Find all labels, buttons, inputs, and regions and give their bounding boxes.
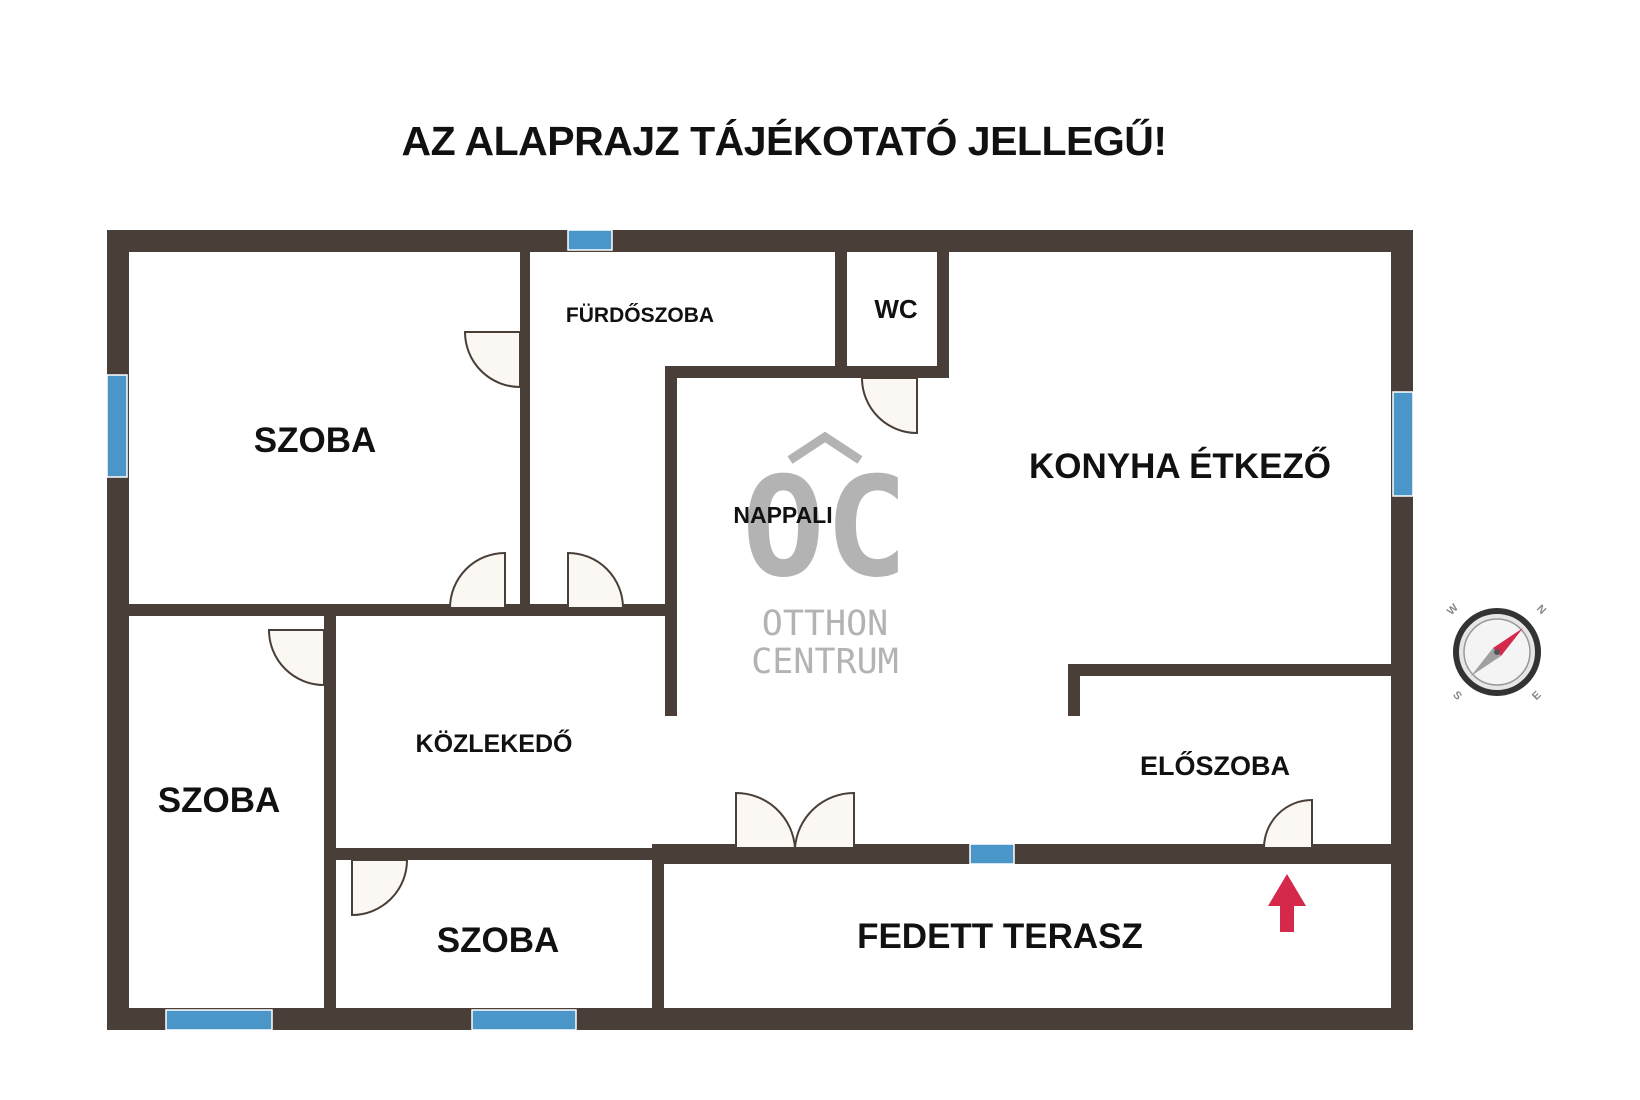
logo-roof-icon: [787, 431, 863, 464]
compass-needle-south: [1471, 648, 1501, 676]
door-szoba1-furdo: [463, 331, 521, 389]
door-szoba2: [267, 629, 325, 687]
door-szoba1-hall: [448, 551, 506, 609]
room-label-terasz: FEDETT TERASZ: [857, 917, 1143, 956]
window-top: [567, 229, 613, 251]
compass-label-w: W: [1445, 602, 1461, 618]
room-label-konyha: KONYHA ÉTKEZŐ: [1029, 446, 1331, 486]
logo-monogram: OC: [742, 447, 908, 608]
room-label-szoba-2: SZOBA: [158, 781, 281, 820]
room-label-kozlekedo: KÖZLEKEDŐ: [416, 729, 573, 758]
logo-text-otthon: OTTHON: [762, 604, 888, 644]
door-entrance: [1262, 798, 1313, 849]
compass-icon: N E S W: [1445, 602, 1548, 703]
doors: [267, 331, 1313, 917]
door-szoba3: [351, 859, 409, 917]
room-label-wc: WC: [874, 294, 918, 324]
entrance-arrow-icon: [1268, 874, 1306, 932]
compass-label-e: E: [1530, 689, 1544, 703]
room-label-nappali: NAPPALI: [733, 502, 832, 528]
door-wc: [860, 377, 918, 435]
room-label-szoba-1: SZOBA: [254, 421, 377, 460]
interior-walls: [127, 250, 1393, 1010]
windows: [106, 229, 1414, 1031]
page-title: AZ ALAPRAJZ TÁJÉKOTATÓ JELLEGŰ!: [401, 118, 1167, 164]
window-left: [106, 374, 128, 478]
compass-needle-north: [1493, 628, 1523, 656]
room-label-furdoszoba: FÜRDŐSZOBA: [566, 304, 714, 327]
door-double-left: [735, 791, 797, 849]
otthon-centrum-logo: OC OTTHON CENTRUM: [742, 431, 908, 682]
door-furdo-hall: [567, 551, 625, 609]
room-labels: SZOBA FÜRDŐSZOBA WC NAPPALI KONYHA ÉTKEZ…: [158, 294, 1331, 960]
window-bottom-left: [165, 1009, 273, 1031]
room-label-szoba-3: SZOBA: [437, 921, 560, 960]
window-bottom-middle: [471, 1009, 577, 1031]
window-terrace: [969, 843, 1015, 865]
window-right: [1392, 391, 1414, 497]
compass-label-s: S: [1450, 689, 1464, 703]
room-label-eloszoba: ELŐSZOBA: [1140, 750, 1290, 781]
door-double-right: [793, 791, 855, 849]
compass-label-n: N: [1534, 603, 1548, 617]
logo-text-centrum: CENTRUM: [751, 642, 899, 682]
